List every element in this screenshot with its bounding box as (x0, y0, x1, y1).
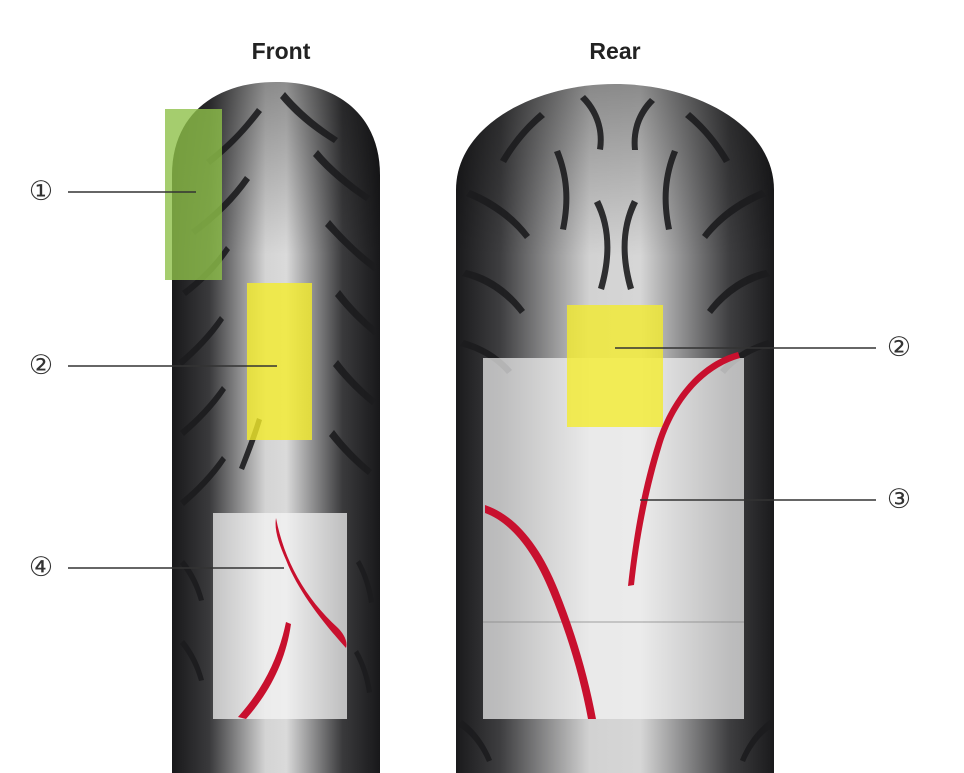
marker-3: ③ (886, 484, 912, 515)
rear-tire (456, 84, 774, 773)
rear-red-groove-left (485, 505, 596, 719)
front-tire (165, 82, 380, 773)
marker-2-rear: ② (886, 332, 912, 363)
front-red-groove-upper (275, 518, 347, 648)
marker-4: ④ (28, 552, 54, 583)
leader-lines (68, 191, 876, 569)
front-zone-2-highlight (247, 283, 312, 440)
front-tire-label: Front (251, 38, 311, 64)
front-red-groove-lower (238, 622, 291, 719)
rear-zone-2-highlight (567, 305, 663, 427)
marker-2-front: ② (28, 350, 54, 381)
rear-red-groove-right (628, 352, 740, 586)
marker-1: ① (28, 176, 54, 207)
front-zone-1-highlight (165, 109, 222, 280)
rear-tire-label: Rear (589, 38, 641, 64)
